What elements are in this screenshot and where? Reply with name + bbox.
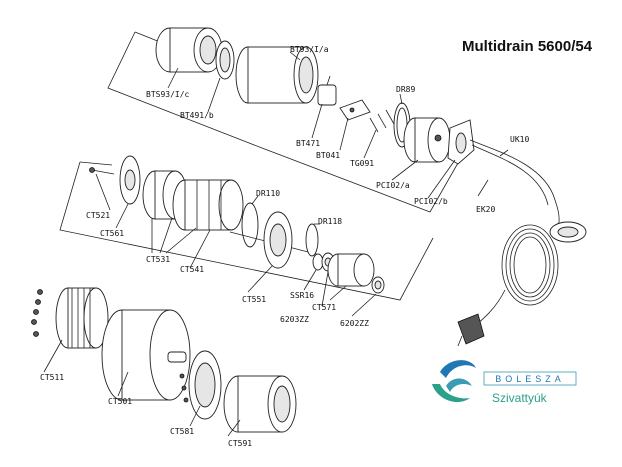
label-ct521: CT521 bbox=[86, 211, 110, 220]
bolesza-logo: BOLESZA Szivattyúk bbox=[432, 360, 577, 405]
bt471-capacitor-part bbox=[317, 75, 337, 106]
label-bt041: BT041 bbox=[316, 151, 340, 160]
ssr16-seal-part bbox=[312, 253, 324, 271]
brand-subtitle: Szivattyúk bbox=[492, 391, 548, 405]
bracket-edge bbox=[134, 31, 161, 43]
label-ssr16: SSR16 bbox=[290, 291, 314, 300]
label-tg091: TG091 bbox=[350, 159, 374, 168]
bt491-ring-part bbox=[215, 40, 235, 80]
label-ct561: CT561 bbox=[100, 229, 124, 238]
float-switch-part bbox=[549, 221, 587, 243]
label-uk10: UK10 bbox=[510, 135, 529, 144]
label-ct591: CT591 bbox=[228, 439, 252, 448]
label-ct581: CT581 bbox=[170, 427, 194, 436]
brand-name: BOLESZA bbox=[495, 374, 565, 384]
ct571-rotor-part bbox=[327, 253, 375, 287]
label-ct541: CT541 bbox=[180, 265, 204, 274]
bt041-board-part bbox=[339, 99, 371, 121]
label-bts93-lc: BTS93/I/c bbox=[146, 90, 190, 99]
label-6203zz: 6203ZZ bbox=[280, 315, 309, 324]
ct501-casing-part bbox=[101, 309, 191, 401]
bts93-cap-part bbox=[155, 27, 223, 73]
label-bt93-la: BT93/I/a bbox=[290, 45, 329, 54]
bearing-6202-part bbox=[371, 276, 385, 294]
label-bt491-b: BT491/b bbox=[180, 111, 214, 120]
swirl-logo-icon bbox=[432, 360, 476, 403]
ct561-plate-part bbox=[119, 155, 141, 205]
middle-assembly-bracket bbox=[59, 161, 434, 301]
label-ct501: CT501 bbox=[108, 397, 132, 406]
label-ct511: CT511 bbox=[40, 373, 64, 382]
label-dr110: DR110 bbox=[256, 189, 280, 198]
brand-box bbox=[483, 371, 577, 386]
label-6202zz: 6202ZZ bbox=[340, 319, 369, 328]
bracket-edge bbox=[79, 161, 113, 166]
dr118-ring-part bbox=[305, 223, 319, 257]
label-ct571: CT571 bbox=[312, 303, 336, 312]
ct521-screw-part bbox=[89, 167, 115, 175]
pci02a-cover-part bbox=[403, 117, 451, 163]
dr110-ring-part bbox=[241, 202, 259, 248]
bt93-housing-part bbox=[235, 46, 319, 104]
pci02b-clamp-part bbox=[447, 119, 475, 165]
ct581-plate-part bbox=[179, 350, 222, 420]
ct551-shaft-part bbox=[229, 211, 321, 269]
label-pci02-b: PCI02/b bbox=[414, 197, 448, 206]
label-dr89: DR89 bbox=[396, 85, 415, 94]
label-bt471: BT471 bbox=[296, 139, 320, 148]
label-ek20: EK20 bbox=[476, 205, 495, 214]
ct541-stack-part bbox=[172, 179, 244, 231]
power-cable bbox=[469, 139, 560, 331]
ct511-screws-part bbox=[31, 289, 43, 337]
ct511-strainer-part bbox=[55, 287, 109, 349]
label-ct531: CT531 bbox=[146, 255, 170, 264]
top-assembly-bracket bbox=[107, 31, 471, 213]
ct591-foot-part bbox=[223, 375, 297, 433]
label-dr118: DR118 bbox=[318, 217, 342, 226]
label-pci02-a: PCI02/a bbox=[376, 181, 410, 190]
leader-lines bbox=[43, 51, 509, 437]
diagram-title: Multidrain 5600/54 bbox=[462, 38, 593, 55]
tg091-screws-part bbox=[369, 109, 395, 133]
plug-part bbox=[457, 313, 485, 347]
label-ct551: CT551 bbox=[242, 295, 266, 304]
